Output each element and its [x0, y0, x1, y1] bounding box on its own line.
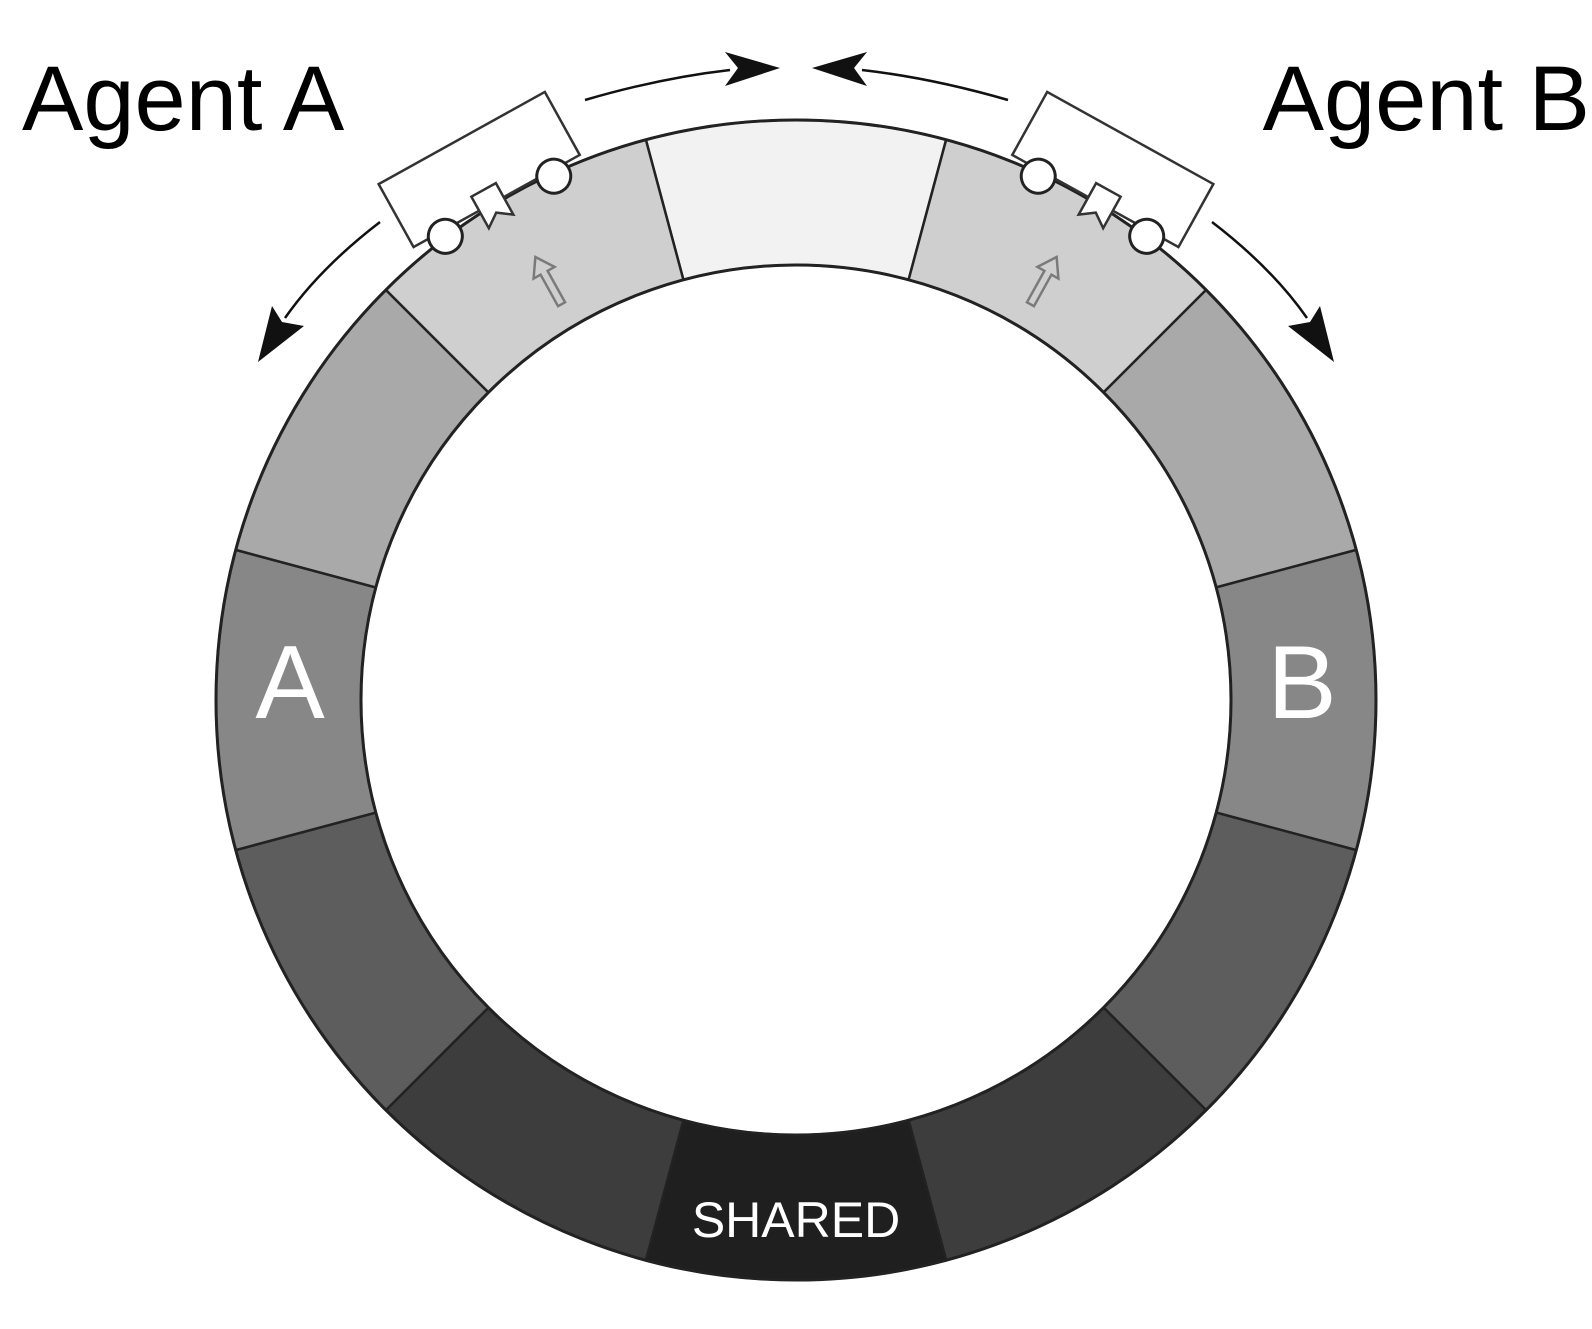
agent-b-read-arrow-icon — [1025, 255, 1060, 308]
agent-b-forward-arrowhead-icon — [812, 52, 867, 86]
agent-a-backward-arrowhead-icon — [258, 306, 304, 362]
agent-b-cart-icon — [1010, 90, 1216, 255]
ring-inner-edge — [359, 263, 1233, 1137]
segment-shared-label: SHARED — [692, 1192, 900, 1248]
agent-a-backward-arrow — [283, 221, 381, 319]
segment-b-label: B — [1267, 625, 1336, 741]
agent-a-forward-arrow — [584, 68, 731, 102]
agent-a-cart-icon — [376, 90, 582, 255]
segment-a-label: A — [255, 625, 325, 741]
agent-b-label: Agent B — [1263, 48, 1590, 150]
ring-segment-top — [644, 118, 948, 282]
agent-a-label: Agent A — [22, 48, 345, 150]
agent-b-forward-arrow — [861, 68, 1009, 102]
agent-a-read-arrow-icon — [532, 255, 567, 308]
agent-a-forward-arrowhead-icon — [725, 52, 780, 86]
ring-outer-edge — [214, 118, 1378, 1282]
agent-b-backward-arrow — [1211, 221, 1309, 319]
agent-b-backward-arrowhead-icon — [1288, 306, 1334, 362]
ring-segments — [214, 118, 1378, 1282]
